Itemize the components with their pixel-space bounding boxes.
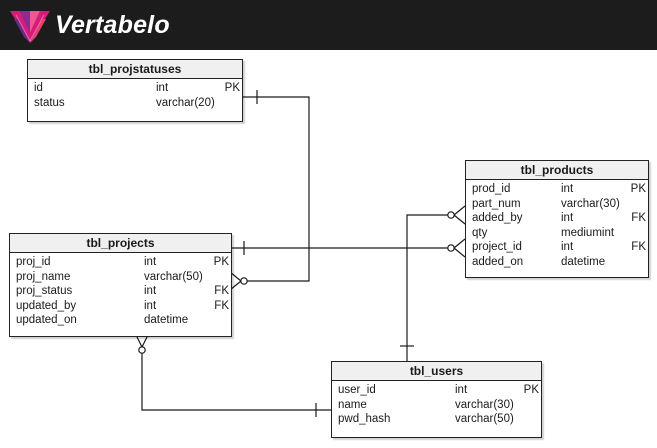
- column-name: added_by: [472, 212, 523, 224]
- column-name: updated_on: [16, 314, 77, 326]
- column-name: part_num: [472, 197, 521, 210]
- column-name: proj_id: [16, 256, 51, 268]
- column-name: updated_by: [16, 299, 77, 312]
- column-row[interactable]: proj_status int FK: [10, 284, 231, 299]
- column-row[interactable]: added_by int FK: [466, 211, 648, 226]
- column-type: int: [455, 384, 468, 396]
- column-type: varchar(30): [455, 398, 514, 411]
- column-type: int: [561, 241, 574, 253]
- table-projstatuses[interactable]: tbl_projstatuses id int PK status varcha…: [27, 59, 243, 122]
- table-users[interactable]: tbl_users user_id int PK name varchar(30…: [331, 361, 542, 438]
- relationship-lines: [135, 90, 466, 417]
- table-title: tbl_projstatuses: [28, 60, 242, 79]
- column-name: pwd_hash: [338, 413, 391, 425]
- brand-name: Vertabelo: [55, 11, 170, 39]
- relationship-products-projects: [231, 238, 466, 258]
- column-row[interactable]: prod_id int PK: [466, 182, 648, 197]
- column-key: PK: [630, 183, 646, 195]
- column-name: id: [34, 82, 43, 94]
- column-type: datetime: [561, 255, 606, 268]
- column-type: int: [156, 82, 169, 94]
- column-name: user_id: [338, 384, 376, 396]
- column-row[interactable]: status varchar(20): [28, 96, 242, 111]
- column-row[interactable]: proj_name varchar(50): [10, 270, 231, 285]
- column-type: int: [561, 212, 574, 224]
- column-row[interactable]: id int PK: [28, 81, 242, 96]
- column-name: project_id: [472, 241, 522, 253]
- relationship-projects-projstatuses: [229, 90, 310, 291]
- column-key: PK: [213, 256, 229, 268]
- column-key: FK: [631, 212, 646, 224]
- column-row[interactable]: name varchar(30): [332, 398, 541, 413]
- app-header: Vertabelo: [0, 0, 657, 50]
- relationship-projects-users: [135, 334, 331, 417]
- column-row[interactable]: added_on datetime: [466, 255, 648, 270]
- column-name: proj_status: [16, 285, 73, 297]
- column-name: prod_id: [472, 183, 511, 195]
- column-key: FK: [631, 241, 646, 253]
- column-type: datetime: [144, 314, 189, 326]
- column-row[interactable]: proj_id int PK: [10, 255, 231, 270]
- column-type: varchar(30): [561, 197, 620, 210]
- vertabelo-logo-icon: [10, 11, 50, 43]
- column-type: varchar(20): [156, 96, 215, 109]
- table-title: tbl_projects: [10, 234, 231, 253]
- column-name: proj_name: [16, 270, 71, 283]
- column-name: qty: [472, 226, 488, 239]
- column-row[interactable]: project_id int FK: [466, 240, 648, 255]
- column-type: int: [144, 285, 157, 297]
- column-type: int: [561, 183, 574, 195]
- column-name: status: [34, 96, 65, 109]
- column-row[interactable]: qty mediumint: [466, 226, 648, 241]
- relationship-products-users: [400, 205, 466, 361]
- column-key: FK: [214, 285, 229, 297]
- column-key: PK: [224, 82, 240, 94]
- column-name: added_on: [472, 255, 524, 268]
- column-name: name: [338, 398, 367, 411]
- column-key: PK: [523, 384, 539, 396]
- column-type: varchar(50): [144, 270, 203, 283]
- column-type: mediumint: [561, 226, 615, 239]
- column-key: FK: [214, 299, 229, 312]
- table-projects[interactable]: tbl_projects proj_id int PK proj_name va…: [9, 233, 232, 337]
- column-row[interactable]: updated_by int FK: [10, 299, 231, 314]
- table-title: tbl_products: [466, 161, 648, 180]
- column-type: varchar(50): [455, 413, 514, 425]
- table-title: tbl_users: [332, 362, 541, 381]
- column-row[interactable]: user_id int PK: [332, 383, 541, 398]
- column-type: int: [144, 256, 157, 268]
- column-row[interactable]: updated_on datetime: [10, 313, 231, 328]
- column-row[interactable]: pwd_hash varchar(50): [332, 412, 541, 427]
- table-products[interactable]: tbl_products prod_id int PK part_num var…: [465, 160, 649, 278]
- column-row[interactable]: part_num varchar(30): [466, 197, 648, 212]
- column-type: int: [144, 299, 157, 312]
- diagram-canvas[interactable]: tbl_projstatuses id int PK status varcha…: [0, 50, 657, 448]
